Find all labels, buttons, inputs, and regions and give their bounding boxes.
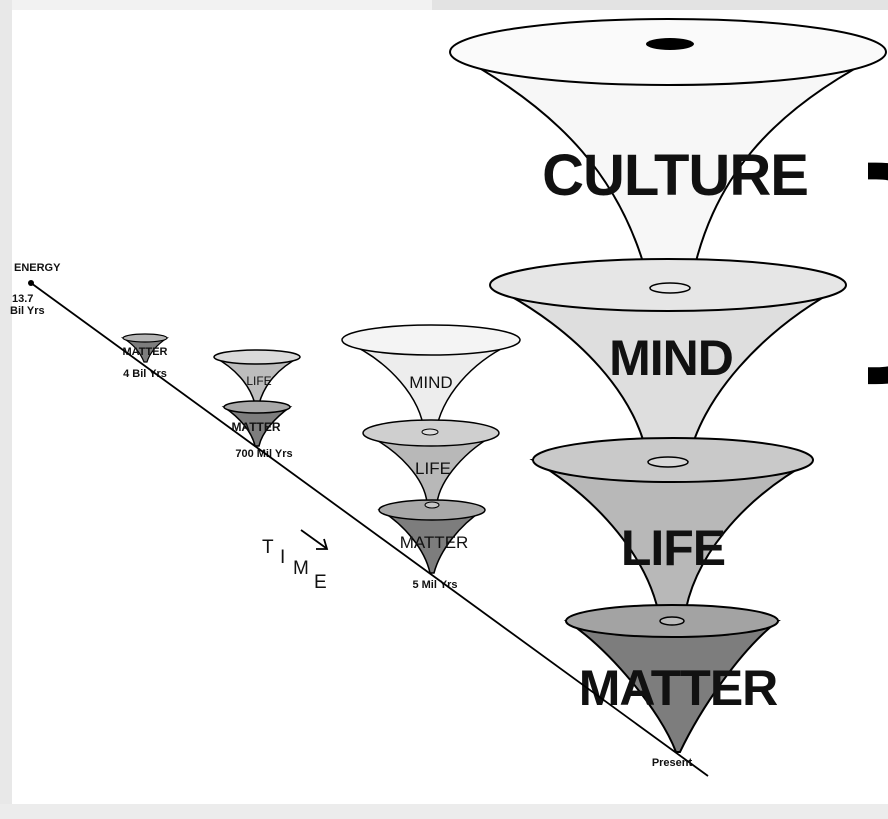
time-letter-m: M <box>293 558 309 579</box>
time-letter-t: T <box>262 537 274 558</box>
mini-funnel-matter-body <box>120 337 169 363</box>
small-label-life: LIFE <box>415 459 451 478</box>
time-letter-i: I <box>280 547 285 568</box>
timeline-start-label: ENERGY <box>14 262 61 274</box>
tiny-label-life: LIFE <box>246 374 271 388</box>
funnel-culture <box>449 18 887 289</box>
small-funnel-life <box>362 419 500 504</box>
stage-700-mil-yrs: LIFE MATTER 700 Mil Yrs <box>213 349 301 460</box>
small-life-tip <box>424 501 440 509</box>
tiny-funnel-matter-rim <box>223 400 291 414</box>
funnel-matter-body <box>563 620 781 753</box>
timeline: ENERGY 13.7 Bil Yrs Present <box>10 262 709 777</box>
bottom-frame-strip <box>0 804 888 819</box>
age-label-5-mil: 5 Mil Yrs <box>412 579 457 591</box>
time-arrow-icon <box>300 529 329 550</box>
small-funnel-matter-body <box>377 509 486 574</box>
funnel-culture-tip <box>649 282 691 294</box>
stage-present: CULTURE MIND LIFE MATTER <box>449 18 887 753</box>
tiny-funnel-matter-body <box>221 406 293 447</box>
timeline-start-age-unit: Bil Yrs <box>10 305 45 317</box>
top-frame-strip <box>432 0 888 10</box>
timeline-axis <box>30 282 709 777</box>
small-mind-tip <box>421 428 439 436</box>
small-label-matter: MATTER <box>400 533 469 552</box>
small-label-mind: MIND <box>409 373 452 392</box>
label-life: LIFE <box>621 520 725 576</box>
timeline-start-dot <box>28 280 34 286</box>
age-label-4-bil: 4 Bil Yrs <box>123 368 167 380</box>
funnel-culture-hole <box>646 38 694 50</box>
small-funnel-matter <box>377 499 486 574</box>
stage-5-mil-yrs: MIND LIFE MATTER 5 Mil Yrs <box>341 324 521 591</box>
right-brace-icon: } <box>838 122 888 402</box>
small-funnel-matter-rim <box>378 499 486 521</box>
time-letter-e: E <box>314 572 327 593</box>
age-label-700-mil: 700 Mil Yrs <box>235 448 292 460</box>
tiny-funnel-life-rim <box>213 349 301 365</box>
funnel-life-tip <box>659 616 685 626</box>
label-mind: MIND <box>609 330 733 386</box>
tiny-funnel-life <box>213 349 301 405</box>
mini-label-matter: MATTER <box>122 346 167 358</box>
tiny-funnel-matter <box>221 400 293 447</box>
funnel-mind-tip <box>647 456 689 468</box>
timeline-start-age-number: 13.7 <box>12 293 33 305</box>
timeline-end-label: Present <box>652 757 693 769</box>
left-frame-strip <box>0 0 12 819</box>
funnel-mind <box>489 258 847 463</box>
mini-funnel-matter-rim <box>122 333 168 343</box>
label-culture: CULTURE <box>542 143 808 208</box>
tiny-label-matter: MATTER <box>231 420 280 434</box>
label-matter: MATTER <box>579 660 778 716</box>
time-indicator: T I M E <box>262 529 329 593</box>
small-funnel-mind-rim <box>341 324 521 356</box>
funnel-culture-rim <box>449 18 887 86</box>
stage-4-bil-yrs: MATTER 4 Bil Yrs <box>120 333 169 380</box>
funnel-matter <box>563 604 781 753</box>
